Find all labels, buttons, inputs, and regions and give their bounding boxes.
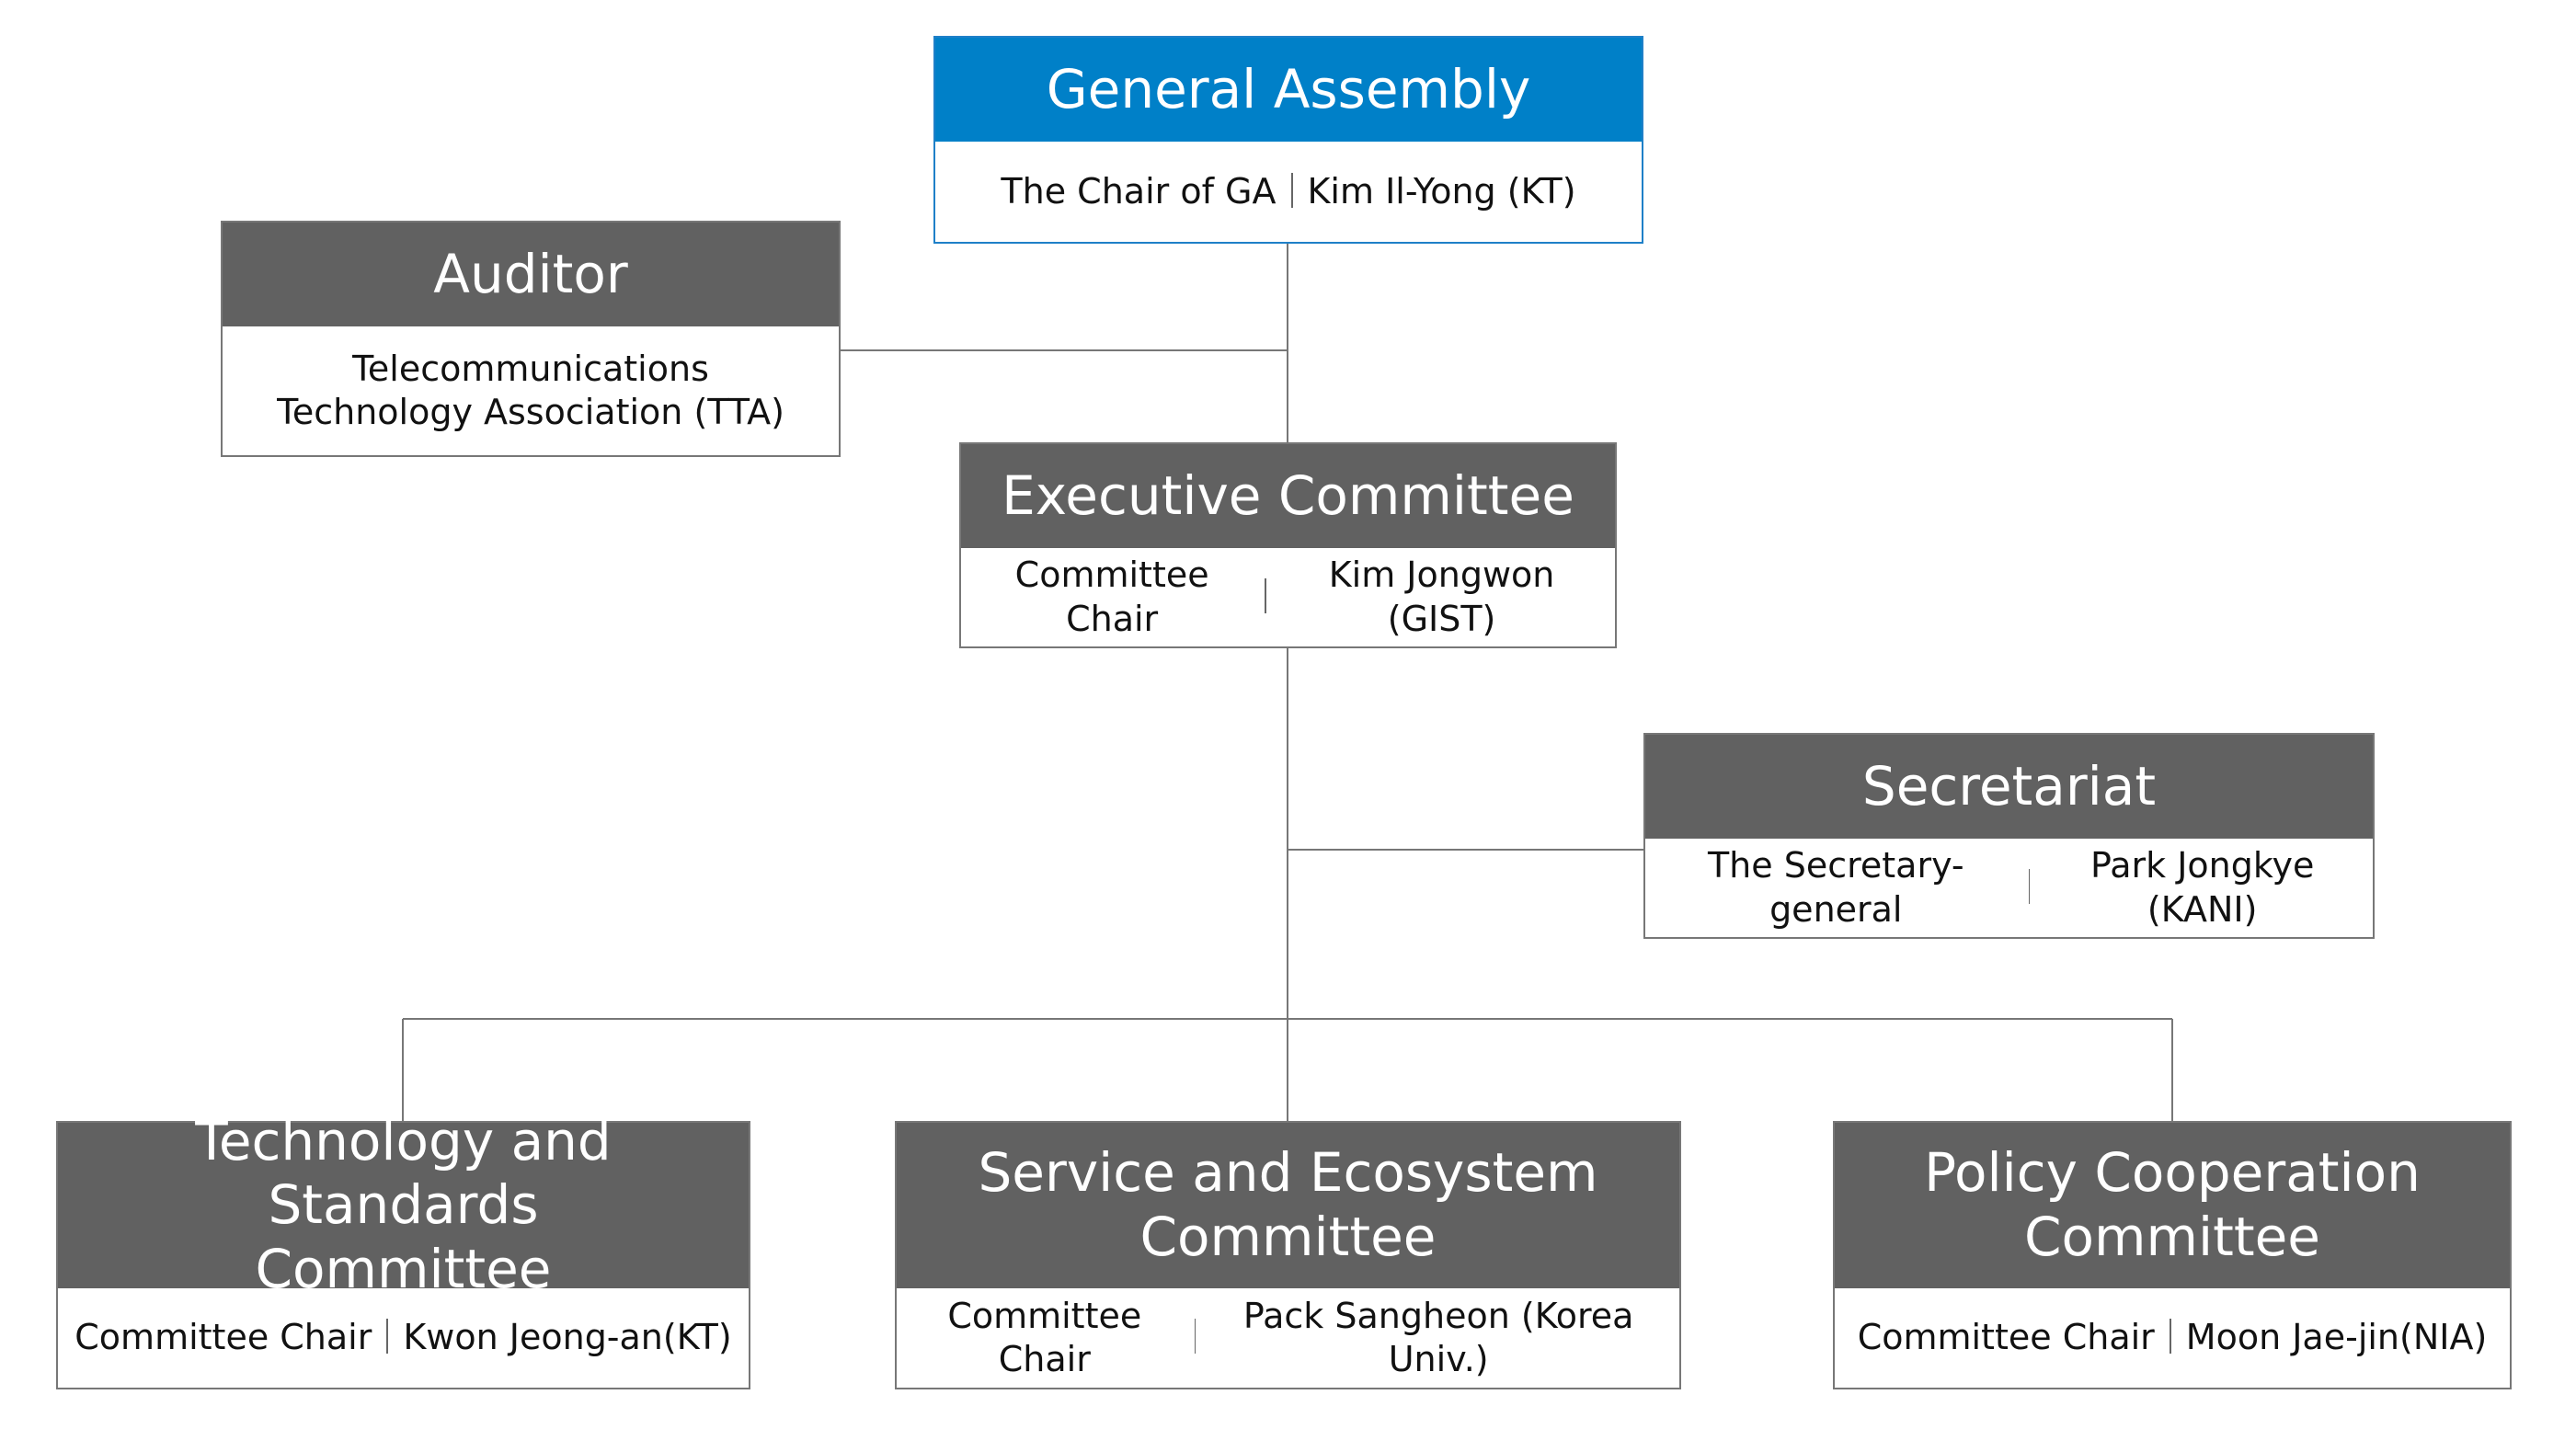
technology-committee-title-line-2: Committee xyxy=(255,1237,552,1300)
general-assembly-person: Kim Il-Yong (KT) xyxy=(1307,170,1576,211)
divider xyxy=(1290,172,1293,208)
secretariat-role: The Secretary-general xyxy=(1707,845,1964,930)
technology-committee-person: Kwon Jeong-an(KT) xyxy=(403,1317,732,1358)
service-committee-title-line-2: Committee xyxy=(1139,1206,1437,1268)
secretariat-title: Secretariat xyxy=(1645,735,2373,839)
technology-committee-chair: Committee Chair Kwon Jeong-an(KT) xyxy=(58,1288,749,1388)
service-committee-person: Pack Sangheon (Korea Univ.) xyxy=(1242,1295,1634,1380)
executive-committee-title: Executive Committee xyxy=(961,444,1615,548)
policy-committee-title-line-1: Policy Cooperation xyxy=(1924,1141,2421,1205)
policy-committee-chair: Committee Chair Moon Jae-jin(NIA) xyxy=(1835,1288,2510,1388)
policy-committee-role: Committee Chair xyxy=(1857,1317,2155,1358)
executive-committee-box: Executive Committee Committee Chair Kim … xyxy=(959,442,1617,648)
secretariat-chair: The Secretary-general Park Jongkye (KANI… xyxy=(1645,839,2373,937)
policy-committee-box: Policy Cooperation Committee Committee C… xyxy=(1833,1121,2512,1389)
divider xyxy=(386,1319,389,1354)
technology-committee-title: Technology and Standards Committee xyxy=(58,1110,749,1300)
divider xyxy=(2028,868,2031,904)
secretariat-box: Secretariat The Secretary-general Park J… xyxy=(1643,733,2375,939)
general-assembly-role: The Chair of GA xyxy=(1001,170,1277,211)
auditor-box: Auditor Telecommunications Technology As… xyxy=(221,221,841,457)
divider xyxy=(2169,1319,2171,1354)
general-assembly-box: General Assembly The Chair of GA Kim Il-… xyxy=(933,36,1643,244)
divider xyxy=(1194,1319,1196,1354)
service-committee-box: Service and Ecosystem Committee Committe… xyxy=(895,1121,1681,1389)
secretariat-person: Park Jongkye (KANI) xyxy=(2090,845,2315,930)
executive-committee-role: Committee Chair xyxy=(1014,554,1209,639)
general-assembly-title: General Assembly xyxy=(935,38,1642,142)
service-committee-title-line-1: Service and Ecosystem xyxy=(978,1141,1598,1205)
service-committee-role: Committee Chair xyxy=(947,1295,1142,1380)
auditor-body: Telecommunications Technology Associatio… xyxy=(223,326,839,455)
service-committee-title: Service and Ecosystem Committee xyxy=(897,1123,1679,1288)
executive-committee-chair: Committee Chair Kim Jongwon (GIST) xyxy=(961,548,1615,646)
auditor-title: Auditor xyxy=(223,223,839,326)
technology-committee-role: Committee Chair xyxy=(74,1317,372,1358)
technology-committee-title-line-1: Technology and Standards xyxy=(195,1109,612,1237)
policy-committee-title-line-2: Committee xyxy=(2024,1206,2320,1268)
auditor-line-1: Telecommunications xyxy=(352,348,709,389)
divider xyxy=(1265,577,1267,613)
auditor-line-2: Technology Association (TTA) xyxy=(277,392,784,432)
policy-committee-title: Policy Cooperation Committee xyxy=(1835,1123,2510,1288)
general-assembly-chair: The Chair of GA Kim Il-Yong (KT) xyxy=(935,142,1642,242)
executive-committee-person: Kim Jongwon (GIST) xyxy=(1328,554,1555,639)
policy-committee-person: Moon Jae-jin(NIA) xyxy=(2185,1317,2488,1358)
technology-committee-box: Technology and Standards Committee Commi… xyxy=(56,1110,750,1389)
service-committee-chair: Committee Chair Pack Sangheon (Korea Uni… xyxy=(897,1288,1679,1388)
